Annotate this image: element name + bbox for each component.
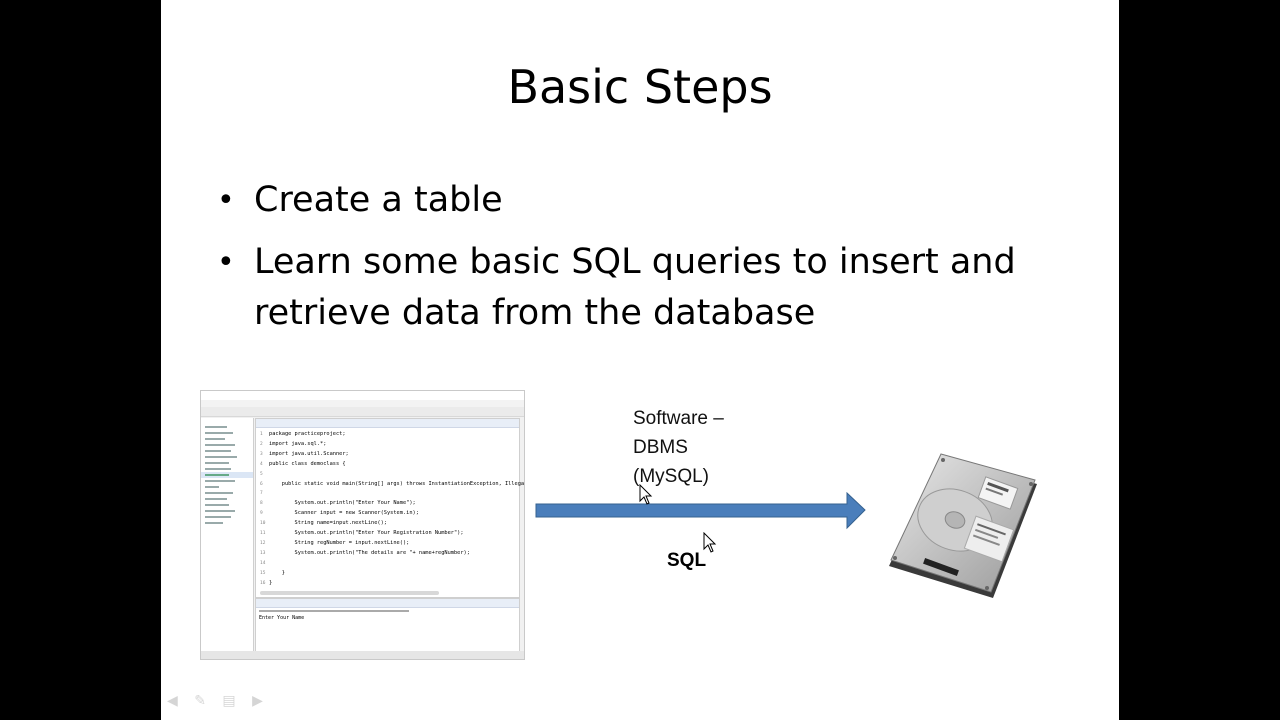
bullet-item: • Create a table	[217, 175, 1077, 226]
line-number: 14	[260, 560, 266, 566]
dbms-label-line: (MySQL)	[633, 466, 709, 487]
line-number: 4	[260, 461, 263, 467]
code-text: import java.sql.*;	[269, 440, 327, 447]
line-number: 13	[260, 550, 266, 556]
bullet-glyph: •	[217, 183, 235, 218]
mouse-cursor-icon	[639, 484, 653, 505]
console-panel: Enter Your Name	[255, 598, 520, 652]
line-number: 15	[260, 570, 266, 576]
slide-menu-icon[interactable]: ▤	[222, 692, 236, 708]
right-arrow	[535, 492, 866, 530]
code-line: 12 String regNumber = input.nextLine();	[260, 539, 519, 549]
code-text: public class democlass {	[269, 460, 346, 467]
arrow-shape	[535, 492, 866, 530]
next-slide-icon[interactable]: ▶	[252, 692, 263, 708]
ide-menubar	[201, 400, 524, 407]
ide-statusbar	[201, 651, 524, 659]
slide: Basic Steps • Create a table • Learn som…	[161, 0, 1119, 720]
code-line: 16}	[260, 579, 519, 589]
dbms-label: Software – DBMS (MySQL)	[633, 404, 724, 491]
code-text: package practiceproject;	[269, 431, 346, 437]
bullet-text: Learn some basic SQL queries to insert a…	[254, 242, 1016, 333]
code-line: 7	[260, 489, 519, 499]
previous-slide-icon[interactable]: ◀	[167, 692, 178, 708]
console-path	[256, 608, 519, 614]
code-text: String regNumber = input.nextLine();	[269, 539, 410, 546]
code-text: System.out.println("Enter Your Name");	[269, 500, 416, 507]
ide-toolbar	[201, 407, 524, 417]
code-text: public static void main(String[] args) t…	[269, 480, 525, 487]
line-number: 6	[260, 481, 263, 487]
code-line: 11 System.out.println("Enter Your Regist…	[260, 529, 519, 539]
code-line: 3 import java.util.Scanner;	[260, 450, 519, 460]
sql-label: SQL	[667, 550, 707, 571]
package-explorer	[201, 418, 254, 651]
code-text: System.out.println("Enter Your Registrat…	[269, 530, 464, 537]
slide-title: Basic Steps	[507, 60, 773, 114]
code-line: 2 import java.sql.*;	[260, 440, 519, 450]
dbms-label-line: Software –	[633, 408, 724, 429]
pen-icon[interactable]: ✎	[194, 692, 206, 708]
line-number: 8	[260, 501, 263, 507]
code-line: 1 package practiceproject;	[260, 430, 519, 440]
console-output: Enter Your Name	[259, 615, 305, 621]
editor-scrollbar	[260, 591, 439, 595]
code-text: Scanner input = new Scanner(System.in);	[269, 510, 419, 517]
code-line: 15 }	[260, 569, 519, 579]
editor-tabs	[256, 419, 519, 428]
code-line: 5	[260, 470, 519, 480]
line-number: 5	[260, 471, 263, 477]
bullet-list: • Create a table • Learn some basic SQL …	[217, 175, 1077, 350]
bullet-item: • Learn some basic SQL queries to insert…	[217, 237, 1077, 339]
code-line: 14	[260, 559, 519, 569]
line-number: 9	[260, 511, 263, 517]
line-number: 1	[260, 432, 263, 437]
code-text: System.out.println("The details are "+ n…	[269, 549, 470, 556]
code-text: import java.util.Scanner;	[269, 450, 349, 457]
line-number: 16	[260, 580, 266, 586]
code-lines: 1 package practiceproject; 2 import java.sq…	[256, 428, 524, 589]
hard-disk-drive-icon	[889, 453, 1037, 598]
code-editor: 1 package practiceproject; 2 import java.sq…	[255, 418, 524, 598]
console-header	[256, 599, 519, 608]
code-line: 6 public static void main(String[] args)…	[260, 480, 524, 490]
code-line: 13 System.out.println("The details are "…	[260, 549, 519, 559]
line-number: 11	[260, 531, 266, 537]
code-text: }	[269, 569, 285, 576]
line-number: 10	[260, 521, 266, 527]
code-text: }	[269, 579, 273, 586]
code-line: 10 String name=input.nextLine();	[260, 519, 519, 529]
eclipse-ide-screenshot: 1 package practiceproject; 2 import java.sq…	[200, 390, 525, 660]
ide-titlebar	[201, 391, 524, 400]
mouse-cursor-icon	[703, 532, 717, 553]
line-number: 2	[260, 441, 263, 447]
line-number: 3	[260, 451, 263, 457]
dbms-label-line: DBMS	[633, 437, 688, 458]
bullet-text: Create a table	[254, 180, 503, 220]
slideshow-controls[interactable]: ◀ ✎ ▤ ▶	[167, 692, 275, 710]
bullet-glyph: •	[217, 245, 235, 280]
line-number: 12	[260, 540, 266, 546]
code-line: 4 public class democlass {	[260, 460, 519, 470]
code-line: 8 System.out.println("Enter Your Name");	[260, 499, 519, 509]
code-line: 9 Scanner input = new Scanner(System.in)…	[260, 509, 519, 519]
line-number: 7	[260, 491, 263, 497]
code-text: String name=input.nextLine();	[269, 520, 388, 527]
